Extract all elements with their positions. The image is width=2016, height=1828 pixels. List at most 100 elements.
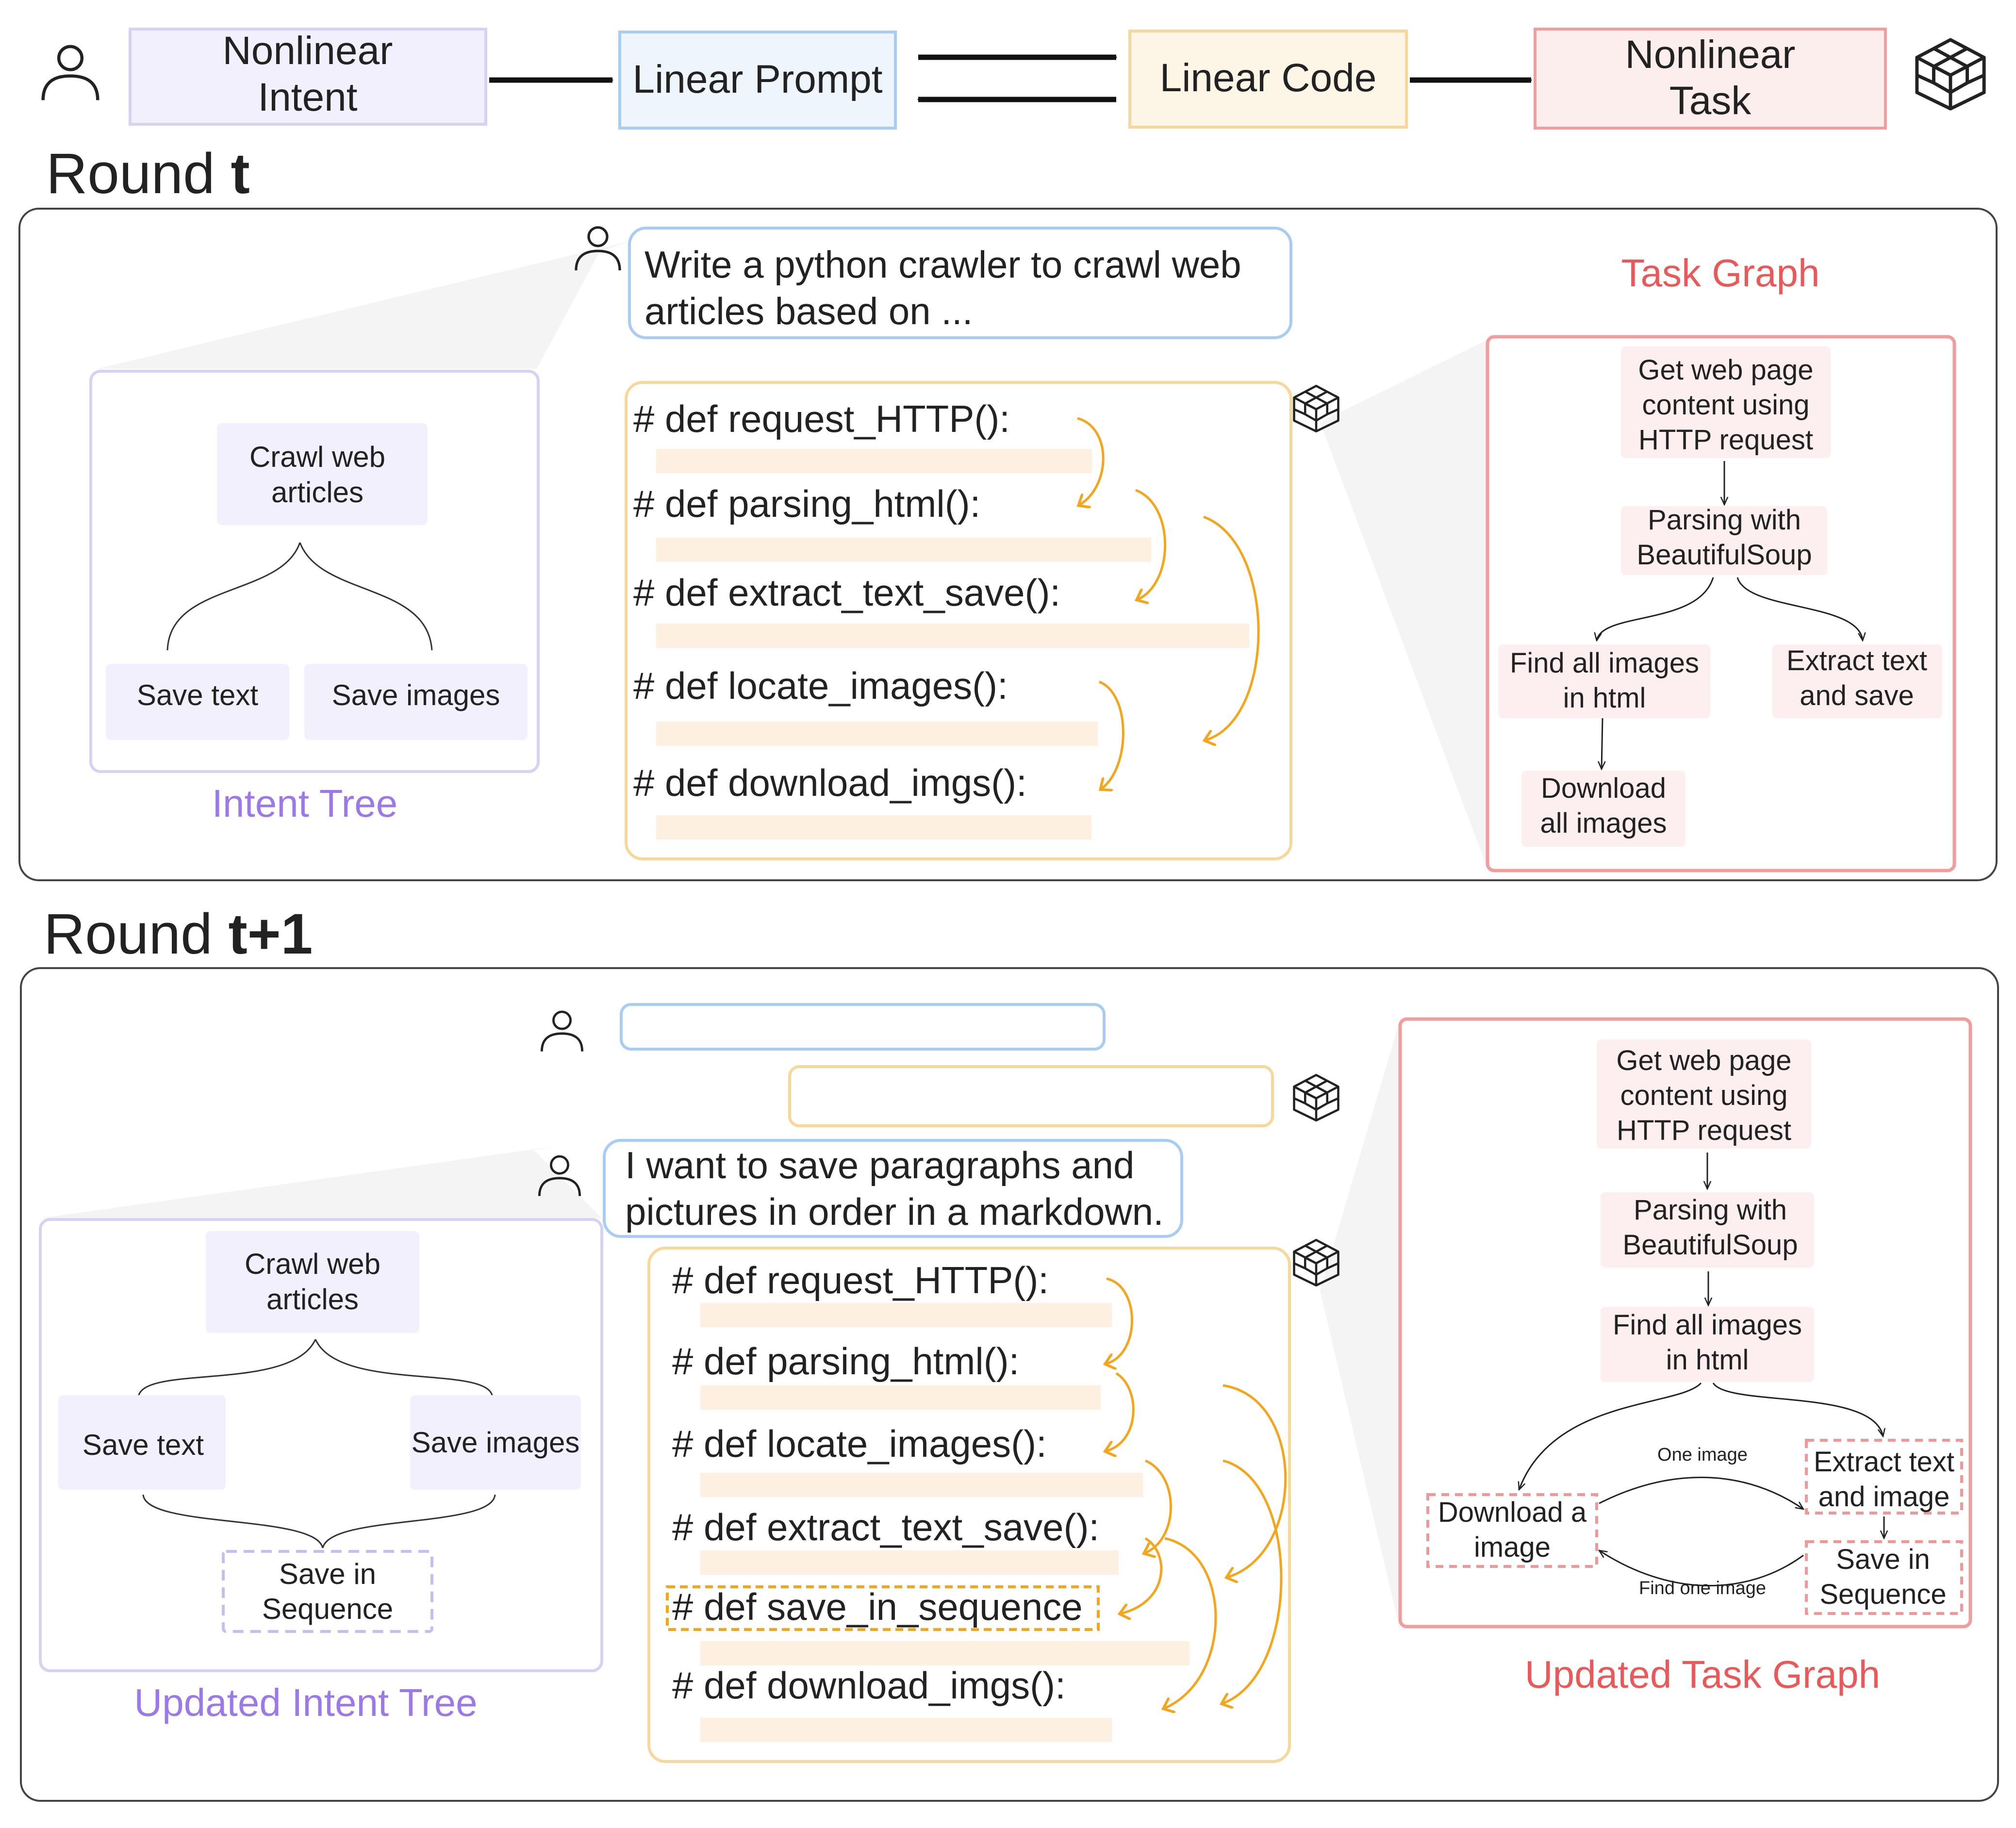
code-flow-arrows-t1 (1107, 1277, 1287, 1708)
task-edge-one-image (1599, 1476, 1803, 1509)
code-line: # def locate_images(): (672, 1422, 1047, 1465)
intent-root-line-2: articles (266, 1283, 359, 1316)
intent-brace-bottom (142, 1494, 496, 1548)
pipeline: Nonlinear Intent Linear Prompt Linear Co… (43, 28, 1984, 130)
nonlinear-task-box (1534, 28, 1887, 130)
task-node-request (1621, 346, 1831, 458)
previous-code-bubble (788, 1065, 1274, 1127)
edge-label-one-image: One image (1657, 1445, 1748, 1465)
code-placeholder-bar (656, 449, 1092, 473)
task-node-find-images-1: Find all images (1510, 647, 1699, 679)
intent-save-text-label: Save text (137, 679, 258, 711)
task-node-download-2: all images (1540, 807, 1667, 839)
intent-root-node (217, 423, 428, 525)
intent-save-images-node (304, 664, 528, 740)
intent-save-images-label: Save images (332, 679, 500, 711)
task-node-find-images-2: in html (1666, 1344, 1749, 1376)
task-edge (1712, 1383, 1883, 1436)
task-edge (1736, 577, 1863, 641)
intent-root-line-1: Crawl web (245, 1248, 380, 1280)
code-placeholder-bar (700, 1641, 1190, 1665)
code-placeholder-bar (700, 1303, 1112, 1327)
intent-save-sequence-2: Sequence (262, 1593, 393, 1625)
task-node-extract-text-image-2: and image (1818, 1481, 1950, 1513)
linear-prompt-box (618, 31, 897, 130)
code-box-t1 (647, 1247, 1291, 1763)
zoom-wedge-task (1320, 1019, 1400, 1630)
task-node-find-images (1498, 644, 1710, 718)
task-node-download (1521, 771, 1686, 847)
task-node-find-images-2: in html (1563, 682, 1646, 714)
task-node-download-image-1: Download a (1438, 1497, 1587, 1528)
task-node-save-sequence (1805, 1540, 1963, 1615)
task-node-request (1597, 1039, 1811, 1149)
code-placeholder-bar (700, 1550, 1119, 1575)
code-line: # def parsing_html(): (672, 1340, 1019, 1383)
task-node-request-2: content using (1620, 1080, 1787, 1111)
intent-brace (166, 542, 433, 651)
updated-intent-tree-box (39, 1218, 603, 1672)
linear-code-box (1128, 30, 1408, 129)
flow-arrow (1165, 1537, 1217, 1708)
task-node-download-image-2: image (1474, 1532, 1551, 1563)
code-placeholder-bar (656, 815, 1091, 840)
task-node-extract-text (1772, 644, 1942, 718)
prompt-t1-line-2: pictures in order in a markdown. (625, 1190, 1164, 1233)
prompt-bubble-t1 (603, 1139, 1183, 1238)
task-node-request-2: content using (1642, 389, 1809, 421)
code-line: # def download_imgs(): (633, 761, 1027, 804)
nonlinear-intent-label-2: Intent (258, 75, 357, 119)
task-node-extract-text-1: Extract text (1786, 645, 1927, 676)
nonlinear-intent-box (129, 28, 487, 126)
code-placeholder-bar (656, 538, 1151, 562)
task-node-request-3: HTTP request (1638, 424, 1813, 456)
prompt-bubble-t (628, 227, 1292, 339)
round-t1-title: Round t+1 (44, 902, 313, 966)
code-flow-arrows-t (1077, 417, 1260, 789)
code-line: # def request_HTTP(): (633, 397, 1010, 440)
code-lines-t: # def request_HTTP(): # def parsing_html(… (633, 397, 1249, 840)
previous-prompt-bubble (620, 1003, 1106, 1051)
flow-arrow (1077, 417, 1105, 505)
prompt-line-2: articles based on ... (644, 290, 973, 332)
new-function-highlight (666, 1585, 1100, 1631)
nonlinear-task-label-1: Nonlinear (1625, 33, 1796, 77)
code-placeholder-bar (700, 1718, 1112, 1742)
code-line: # def extract_text_save(): (633, 571, 1060, 614)
task-node-parsing-2: BeautifulSoup (1636, 539, 1812, 571)
task-node-request-1: Get web page (1616, 1045, 1791, 1076)
linear-prompt-label: Linear Prompt (632, 57, 882, 101)
task-graph-title: Task Graph (1621, 251, 1819, 295)
task-node-find-images-1: Find all images (1613, 1309, 1802, 1341)
flow-arrow (1121, 1537, 1163, 1614)
flow-arrow (1223, 1459, 1283, 1703)
zoom-wedge-task (1320, 340, 1487, 869)
code-line: # def download_imgs(): (672, 1664, 1066, 1707)
task-edge-find-one-image (1599, 1550, 1804, 1586)
task-node-save-sequence-1: Save in (1836, 1544, 1930, 1575)
intent-root-line-2: articles (271, 476, 364, 509)
code-line: # def request_HTTP(): (672, 1259, 1049, 1301)
intent-root-node (206, 1231, 419, 1333)
task-node-extract-text-image-1: Extract text (1814, 1446, 1954, 1478)
round-t-title: Round t (46, 142, 250, 206)
intent-save-text-label: Save text (83, 1429, 204, 1461)
prompt-t1-line-1: I want to save paragraphs and (625, 1144, 1134, 1186)
code-line: # def extract_text_save(): (672, 1506, 1099, 1548)
intent-root-line-1: Crawl web (249, 441, 385, 473)
linear-code-label: Linear Code (1160, 56, 1377, 100)
task-edge (1602, 718, 1603, 769)
task-node-download-1: Download (1541, 773, 1666, 804)
code-placeholder-bar (700, 1473, 1143, 1497)
intent-brace-top (137, 1339, 494, 1398)
user-icon (43, 47, 98, 100)
task-node-request-3: HTTP request (1617, 1115, 1791, 1146)
nonlinear-intent-label-1: Nonlinear (223, 29, 393, 73)
updated-task-graph-caption: Updated Task Graph (1525, 1653, 1880, 1696)
intent-save-text-node (58, 1395, 226, 1490)
code-line: # def parsing_html(): (633, 482, 980, 525)
task-edge (1597, 577, 1714, 641)
task-node-save-sequence-2: Sequence (1819, 1579, 1946, 1610)
nonlinear-task-label-2: Task (1669, 79, 1752, 123)
